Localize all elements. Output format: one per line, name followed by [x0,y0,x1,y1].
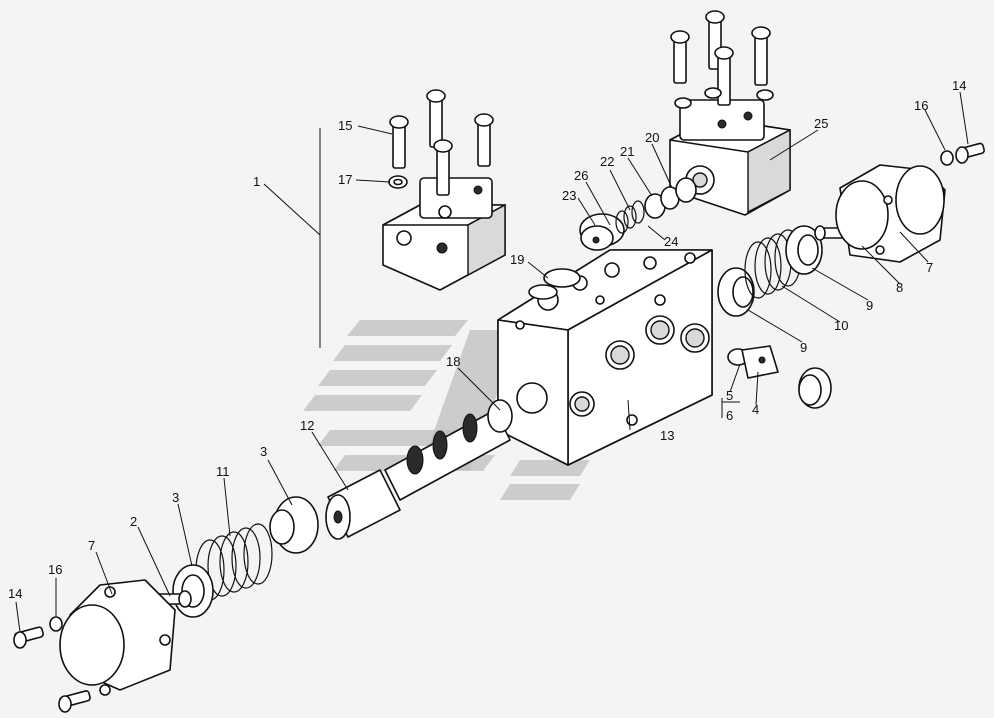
bolts-left [388,89,494,196]
callout-15: 15 [338,118,352,133]
screws-left [13,616,91,713]
spring-seat-right [269,496,319,554]
callout-6: 6 [726,408,733,423]
callout-14: 14 [952,78,966,93]
solenoid-valve-left [382,177,506,291]
callout-8: 8 [896,280,903,295]
callout-26: 26 [574,168,588,183]
callout-25: 25 [814,116,828,131]
callout-17: 17 [338,172,352,187]
spring-seat-right-9b [785,225,823,275]
callout-20: 20 [645,130,659,145]
callout-22: 22 [600,154,614,169]
callout-11: 11 [216,464,230,479]
pilot-valve-parts [579,177,697,251]
end-cap-left [59,579,192,696]
callout-3: 3 [172,490,179,505]
callout-21: 21 [620,144,634,159]
callout-16: 16 [48,562,62,577]
callout-9: 9 [800,340,807,355]
leader-lines [15,91,969,633]
spring-seat-left [172,564,214,618]
callout-2: 2 [130,514,137,529]
check-valve [727,345,779,379]
callout-16: 16 [914,98,928,113]
o-rings [528,268,581,300]
end-cap-right [814,164,946,263]
sleeve [325,469,401,540]
callout-18: 18 [446,354,460,369]
callout-9: 9 [866,298,873,313]
callout-14: 14 [8,586,22,601]
callout-labels: 1 2 3 3 4 5 6 7 7 8 9 9 10 11 12 13 14 1… [8,78,966,601]
solenoid-valve-right [669,99,791,216]
spring-left [195,523,273,601]
spring-seat-right-9a [717,267,755,317]
spool [384,399,513,501]
screws-right [940,142,985,166]
callout-3: 3 [260,444,267,459]
valve-body [497,249,713,466]
callout-10: 10 [834,318,848,333]
callout-23: 23 [562,188,576,203]
callout-13: 13 [660,428,674,443]
callout-7: 7 [926,260,933,275]
callout-12: 12 [300,418,314,433]
callout-1: 1 [253,174,260,189]
plug [798,367,832,409]
callout-7: 7 [88,538,95,553]
callout-5: 5 [726,388,733,403]
callout-19: 19 [510,252,524,267]
callout-4: 4 [752,402,759,417]
callout-24: 24 [664,234,678,249]
bolts-right [670,10,774,109]
